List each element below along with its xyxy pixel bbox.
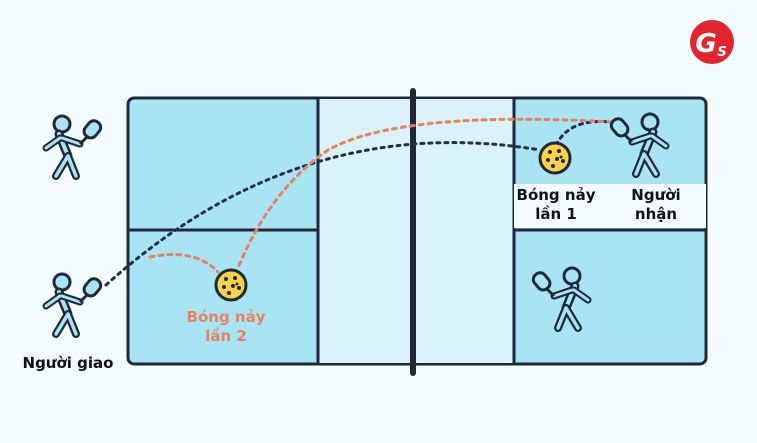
- server-label: Người giao: [23, 354, 114, 372]
- return-path: [236, 117, 614, 270]
- bounce2-path: [148, 253, 220, 274]
- player-icon: [46, 116, 103, 176]
- bounce2-label-line1: Bóng nảy: [187, 308, 266, 326]
- receiver-label-line2: nhận: [635, 205, 677, 223]
- svg-text:G: G: [695, 29, 716, 59]
- net-icon: [410, 88, 416, 376]
- kitchen-left: [318, 99, 416, 363]
- receiver-label-line1: Người: [631, 186, 680, 204]
- bounce1-label-line2: lần 1: [535, 205, 577, 223]
- label-backdrop: [514, 184, 706, 228]
- bounce2-label-line2: lần 2: [205, 327, 247, 345]
- pickleball-icon: [214, 268, 248, 302]
- logo-icon: G S: [690, 20, 734, 64]
- player-icon: [46, 274, 103, 334]
- bounce1-label-line1: Bóng nảy: [517, 186, 596, 204]
- pickleball-icon: [538, 141, 572, 175]
- kitchen-right: [416, 99, 514, 363]
- svg-text:S: S: [717, 45, 726, 60]
